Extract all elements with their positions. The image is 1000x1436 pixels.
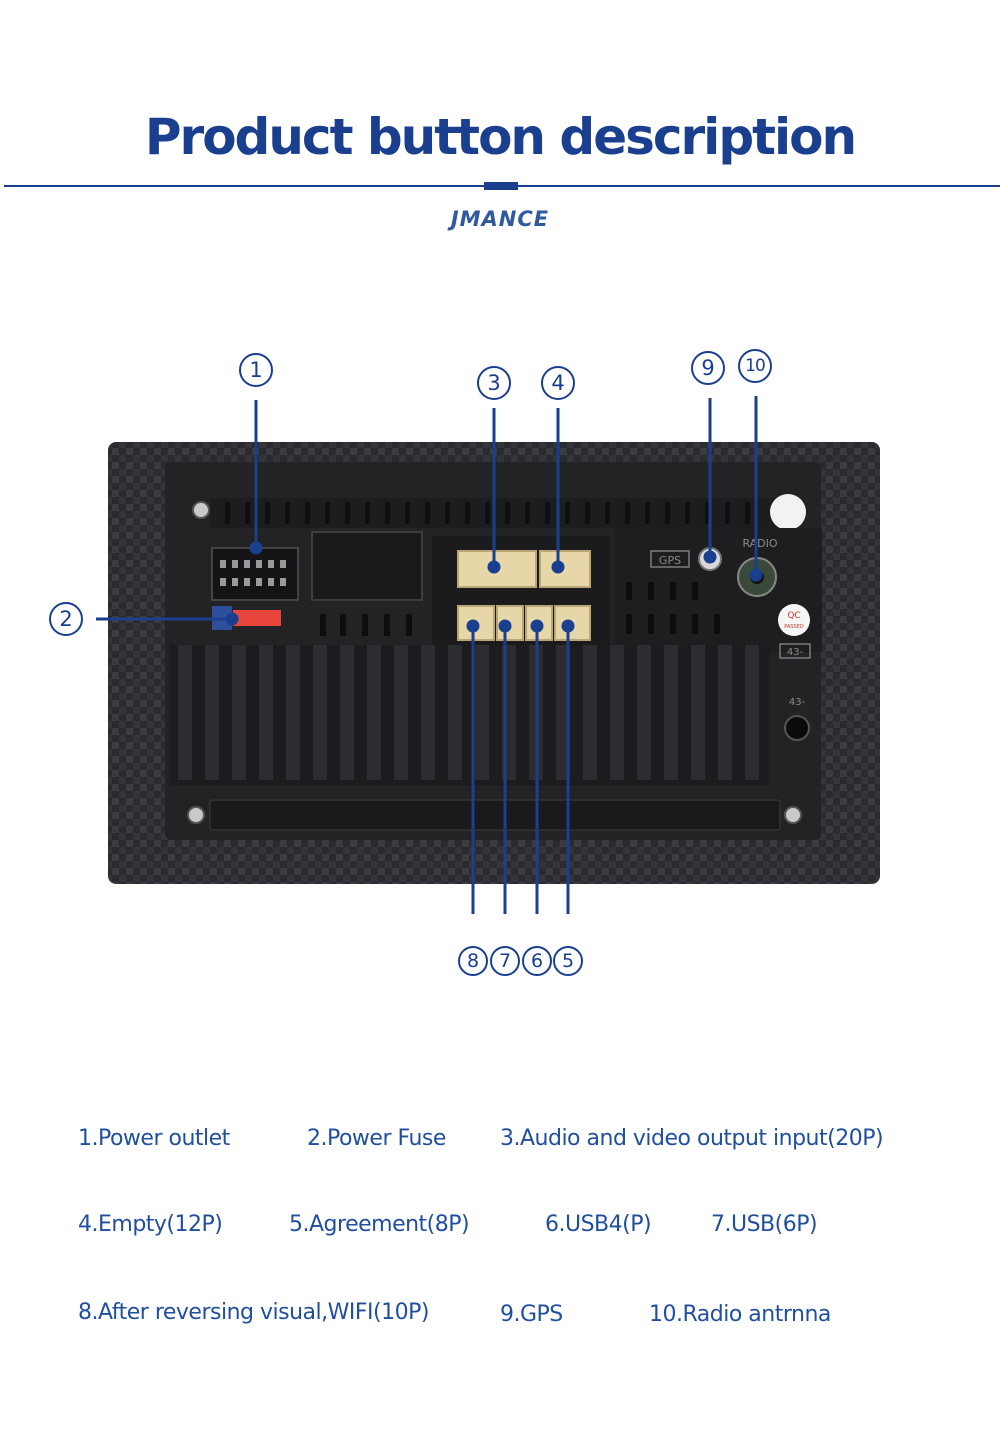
gps-label: GPS — [659, 554, 681, 567]
callout-7: 7 — [490, 946, 520, 976]
legend-item-8: 8.After reversing visual,WIFI(10P) — [78, 1300, 429, 1325]
power-outlet-connector — [212, 548, 298, 600]
code-label-2: 43- — [789, 697, 806, 708]
blank-module — [312, 532, 422, 600]
screw — [188, 807, 204, 823]
legend-item-4: 4.Empty(12P) — [78, 1212, 222, 1237]
callout-1: 1 — [239, 353, 273, 387]
connector-12p — [540, 551, 590, 587]
product-back-view: GPS RADIO QC PASSED 43- 43- — [0, 0, 1000, 1000]
legend-item-7: 7.USB(6P) — [711, 1212, 817, 1237]
callout-9: 9 — [691, 351, 725, 385]
callout-5: 5 — [553, 946, 583, 976]
legend-item-9: 9.GPS — [500, 1302, 563, 1327]
bottom-bar — [210, 800, 780, 830]
callout-10: 10 — [738, 349, 772, 383]
radio-label: RADIO — [742, 537, 777, 550]
legend-item-3: 3.Audio and video output input(20P) — [500, 1126, 883, 1151]
legend-item-5: 5.Agreement(8P) — [289, 1212, 469, 1237]
power-fuse — [233, 610, 281, 626]
legend-item-6: 6.USB4(P) — [545, 1212, 651, 1237]
qc-sticker-label: PASSED — [784, 624, 804, 630]
code-label-1: 43- — [787, 647, 804, 658]
legend-item-2: 2.Power Fuse — [307, 1126, 446, 1151]
round-port — [785, 716, 809, 740]
legend-item-10: 10.Radio antrnna — [649, 1302, 831, 1327]
legend-item-1: 1.Power outlet — [78, 1126, 230, 1151]
callout-8: 8 — [458, 946, 488, 976]
white-knob — [770, 494, 806, 530]
screw — [785, 807, 801, 823]
callout-6: 6 — [522, 946, 552, 976]
callout-2: 2 — [49, 602, 83, 636]
callout-3: 3 — [477, 366, 511, 400]
qc-label: QC — [787, 611, 800, 621]
screw — [193, 502, 209, 518]
callout-4: 4 — [541, 366, 575, 400]
